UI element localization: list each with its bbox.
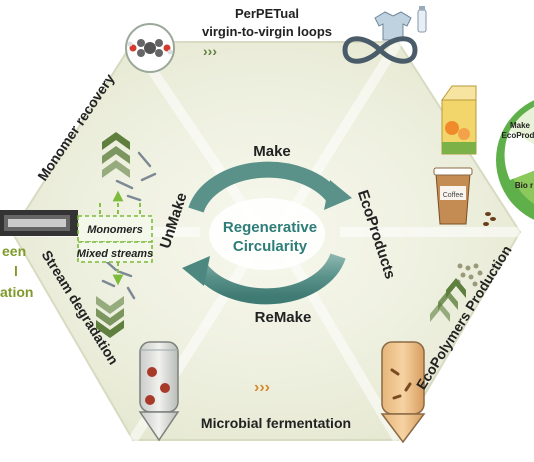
green-fragment-2: l [14,263,18,279]
mixed-streams-label: Mixed streams [77,248,153,260]
fermenter-tank-right [380,341,426,444]
pellets-icon [455,263,483,287]
microbial-fermentation-label: Microbial fermentation [201,415,351,431]
perpetual-label: PerPETual [235,6,299,21]
ecoproduct-wheel [496,100,534,220]
dashed-flow-arrows [99,190,141,286]
coffee-label: Coffee [443,192,464,199]
top-chevrons: ››› [203,43,217,59]
regenerative-title: Regenerative [223,219,317,236]
fiber-fragments-icon [101,151,157,300]
green-fragment-1: een [2,243,26,259]
bottom-chevrons: ››› [254,379,270,396]
fermenter-tank-left [138,341,180,442]
circularity-title: Circularity [233,238,308,255]
remake-label: ReMake [255,309,312,326]
wheel-make-label: Make [510,121,531,130]
juice-carton-icon [441,85,477,155]
coffee-cup-icon: Coffee [433,167,496,226]
make-label: Make [253,143,291,160]
right-chevrons [430,278,466,322]
mixed-streams-dashed-box [77,241,153,263]
left-lower-chevrons [96,296,124,338]
regenerative-loop-arrows [182,161,352,305]
infinity-icon [342,36,418,64]
wheel-ecoproducts-label: EcoProduct [502,131,534,140]
pet-molecule-icon [125,23,175,73]
virgin-loops-label: virgin-to-virgin loops [202,24,332,39]
monomers-label: Monomers [87,224,143,236]
wheel-bio-label: Bio r [515,181,533,190]
clothing-bottle-icon [374,6,427,41]
green-fragment-3: ation [0,284,33,300]
left-upper-chevrons [102,132,130,178]
